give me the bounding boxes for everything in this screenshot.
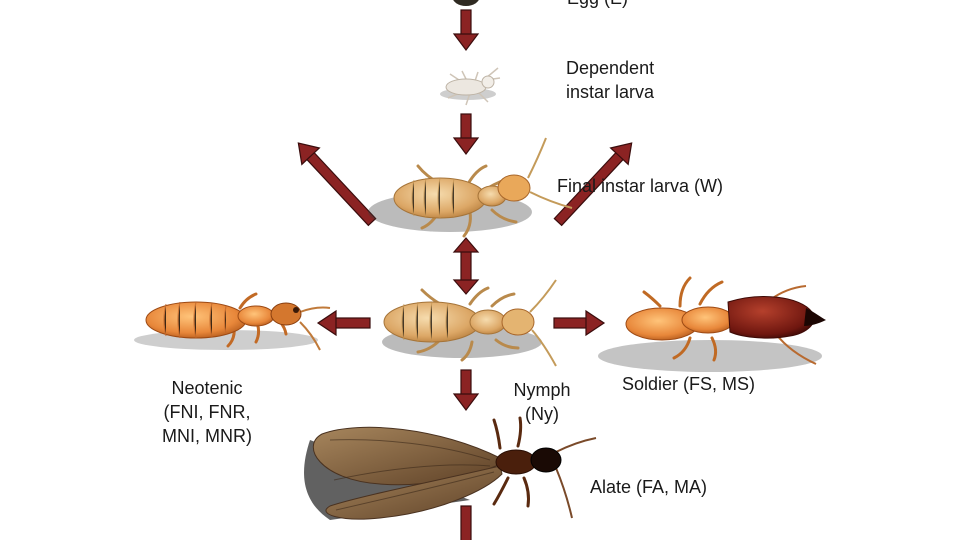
egg-icon: [453, 0, 479, 6]
soldier-label: Soldier (FS, MS): [622, 374, 756, 394]
arrow-final-larva-to-neotenic: [297, 142, 377, 227]
neotenic-label-line-1: Neotenic: [171, 378, 243, 398]
arrow-final-larva-to-soldier: [553, 142, 633, 227]
arrow-nymph-to-soldier: [553, 309, 606, 337]
dependent-larva-label: Dependent instar larva: [566, 56, 654, 104]
neotenic-label-line-2: (FNI, FNR,: [163, 402, 251, 422]
arrow-dependent-to-final-larva: [453, 113, 479, 155]
final-larva-label: Final instar larva (W): [557, 176, 724, 196]
dependent-larva-label-line-1: Dependent: [566, 58, 655, 78]
nymph-image: [382, 279, 557, 367]
nymph-label-line-1: Nymph: [513, 380, 571, 400]
alate-label: Alate (FA, MA): [590, 477, 708, 497]
final-larva-image: [368, 137, 573, 238]
alate-image: [304, 416, 597, 520]
nymph-label: Nymph (Ny): [506, 378, 578, 426]
arrow-nymph-to-neotenic: [316, 309, 371, 337]
nymph-label-line-2: (Ny): [525, 404, 559, 424]
arrow-nymph-to-alate: [453, 369, 479, 411]
dependent-larva-image: [440, 67, 501, 106]
arrow-final-larva-nymph-bidirectional: [452, 237, 480, 295]
arrow-egg-to-dependent-larva: [453, 9, 479, 51]
dependent-larva-label-line-2: instar larva: [566, 82, 655, 102]
neotenic-label-line-3: MNI, MNR): [162, 426, 252, 446]
neotenic-label: Neotenic (FNI, FNR, MNI, MNR): [152, 376, 262, 448]
neotenic-image: [134, 292, 331, 351]
egg-label: Egg (E): [567, 0, 628, 10]
soldier-image: [598, 276, 826, 372]
arrow-alate-down: [460, 505, 472, 540]
